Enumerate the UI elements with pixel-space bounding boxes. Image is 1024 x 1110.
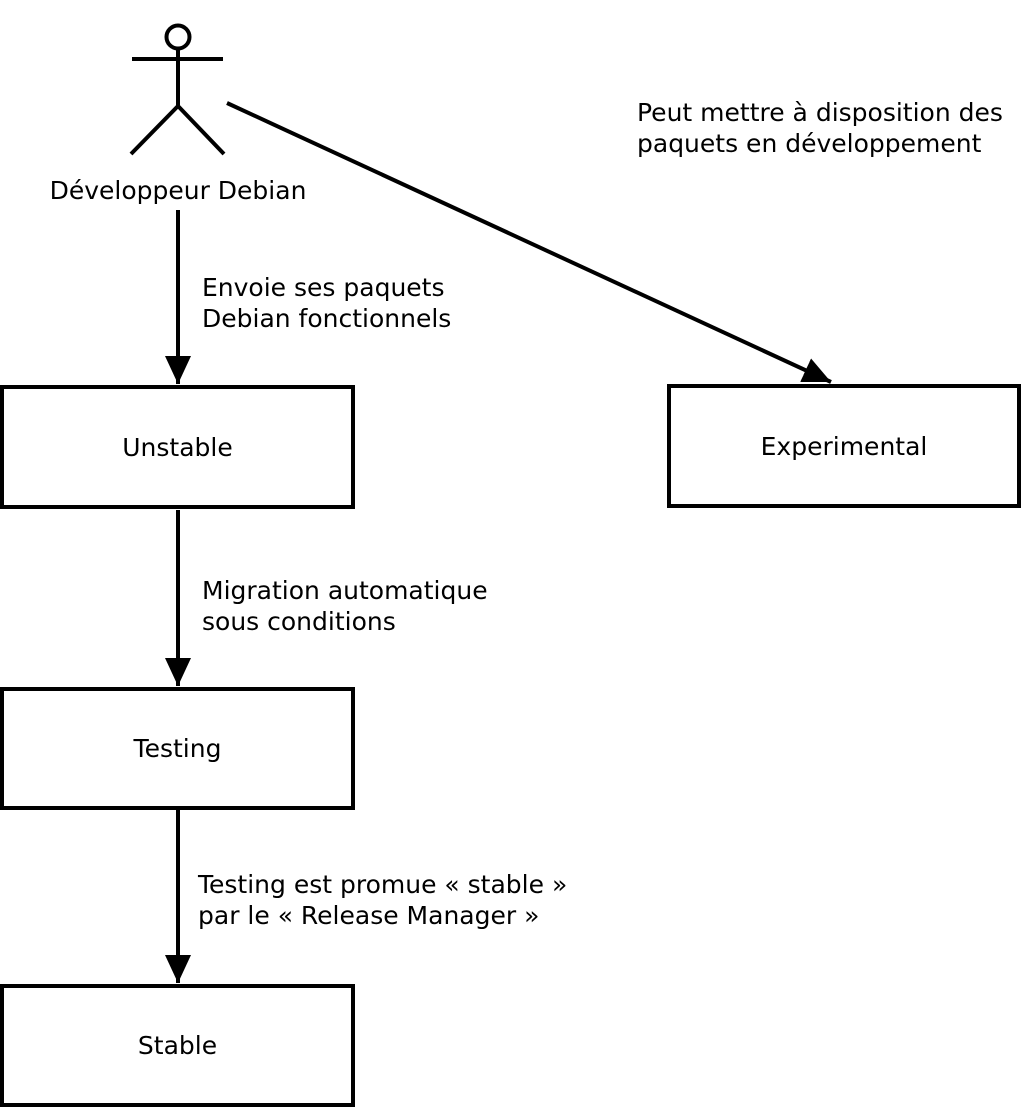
box-experimental: Experimental (667, 384, 1021, 508)
box-stable: Stable (0, 984, 355, 1107)
annotation-line: paquets en développement (637, 129, 982, 158)
box-experimental-label: Experimental (760, 431, 928, 461)
annotation-line: Migration automatique (202, 576, 488, 605)
annotation-line: sous conditions (202, 607, 396, 636)
box-testing: Testing (0, 687, 355, 810)
annotation-line: Peut mettre à disposition des (637, 98, 1003, 127)
annotation-line: Envoie ses paquets (202, 273, 445, 302)
arrow-actor-to-experimental (226, 101, 832, 384)
annotation-line: Testing est promue « stable » (198, 870, 568, 899)
annotation-line: Debian fonctionnels (202, 304, 452, 333)
developer-actor-icon (129, 23, 226, 156)
box-unstable: Unstable (0, 385, 355, 509)
annotation-experimental-upload: Peut mettre à disposition des paquets en… (637, 97, 1003, 159)
box-testing-label: Testing (133, 734, 222, 763)
box-unstable-label: Unstable (122, 432, 233, 462)
annotation-line: par le « Release Manager » (198, 901, 540, 930)
annotation-release-promotion: Testing est promue « stable » par le « R… (198, 869, 567, 931)
annotation-upload-packages: Envoie ses paquets Debian fonctionnels (202, 272, 451, 334)
box-stable-label: Stable (137, 1031, 218, 1060)
annotation-automatic-migration: Migration automatique sous conditions (202, 575, 488, 637)
actor-label: Développeur Debian (49, 176, 307, 205)
